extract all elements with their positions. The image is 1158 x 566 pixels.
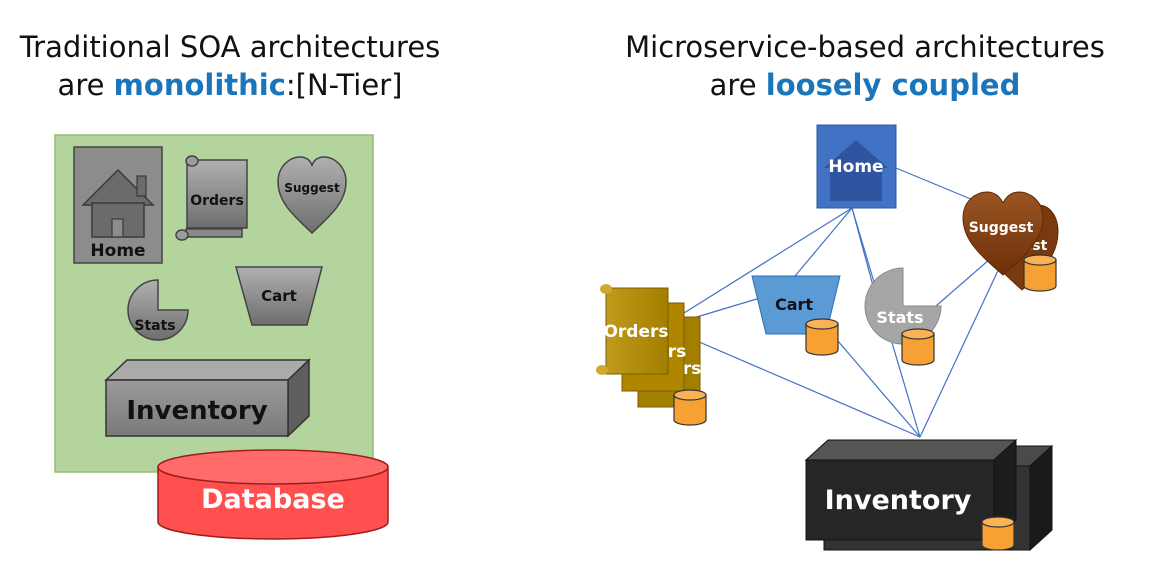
pie-chart-icon [127, 279, 189, 341]
monolith-home-block: Home [73, 146, 163, 264]
micro-suggest-label: Suggest [969, 220, 1034, 236]
micro-suggest-service: gest Suggest [962, 191, 1059, 292]
microservice-title-highlight: loosely coupled [765, 68, 1021, 102]
monolith-title-suffix: :[N-Tier] [285, 68, 403, 102]
monolith-title-highlight: monolithic [113, 68, 286, 102]
link-suggest-inventory [919, 261, 1003, 438]
micro-cart-label: Cart [775, 295, 813, 314]
micro-inventory-service: Inventory [804, 438, 1054, 552]
monolith-suggest-label: Suggest [284, 181, 340, 195]
monolith-suggest-block: Suggest [277, 156, 347, 235]
micro-stats-label: Stats [876, 308, 923, 327]
stats-database [901, 328, 935, 366]
micro-orders-service: rs rs Orders [596, 284, 707, 426]
link-home-cart [789, 207, 853, 283]
orders-back1-label: rs [668, 342, 687, 362]
monolith-database: Database [157, 449, 389, 540]
micro-inventory-label: Inventory [825, 485, 972, 516]
micro-cart-service: Cart [751, 275, 841, 356]
monolith-cart-label: Cart [261, 287, 297, 305]
link-home-orders [659, 207, 853, 329]
link-orders-inventory [689, 337, 921, 438]
monolith-title-line2: are monolithic:[N-Tier] [0, 66, 460, 104]
orders-database [673, 389, 707, 426]
orders-back2-label: rs [683, 359, 702, 379]
monolith-stats-block: Stats [127, 279, 189, 341]
monolith-orders-label: Orders [190, 193, 244, 209]
micro-stats-service: Stats [864, 267, 942, 366]
heart-icon [277, 156, 347, 235]
cart-icon [235, 266, 323, 326]
suggest-database [1023, 254, 1057, 292]
monolith-title-line1: Traditional SOA architectures [19, 30, 441, 64]
monolith-group: Home Orders Suggest Stats Cart [54, 134, 389, 540]
microservice-title-prefix: are [709, 68, 766, 102]
monolith-stats-label: Stats [134, 318, 175, 334]
monolith-orders-block: Orders [175, 155, 248, 241]
monolith-title-prefix: are [57, 68, 114, 102]
microservice-title: Microservice-based architectures are loo… [600, 28, 1130, 104]
inventory-box-front: Inventory [804, 438, 1018, 542]
microservice-title-line2: are loosely coupled [600, 66, 1130, 104]
monolith-cart-block: Cart [235, 266, 323, 326]
monolith-inventory-label: Inventory [126, 396, 267, 426]
micro-orders-label: Orders [603, 322, 668, 342]
home-door-icon [111, 218, 124, 238]
micro-pie-icon [864, 267, 942, 345]
microservice-title-line1: Microservice-based architectures [625, 30, 1105, 64]
inventory-database [981, 516, 1015, 551]
micro-home-service: Home [816, 124, 897, 209]
monolith-home-label: Home [90, 241, 145, 261]
house-icon [824, 140, 888, 168]
heart-front-icon [962, 191, 1044, 276]
microservice-group: Home rs rs Orders [596, 124, 1059, 552]
cart-database [805, 318, 839, 356]
micro-home-label: Home [828, 157, 883, 177]
orders-scroll-front: Orders [596, 284, 669, 375]
home-chimney-icon [136, 175, 147, 197]
monolith-inventory-block: Inventory [104, 358, 311, 438]
monolith-title: Traditional SOA architectures are monoli… [0, 28, 460, 104]
database-label: Database [201, 484, 345, 515]
